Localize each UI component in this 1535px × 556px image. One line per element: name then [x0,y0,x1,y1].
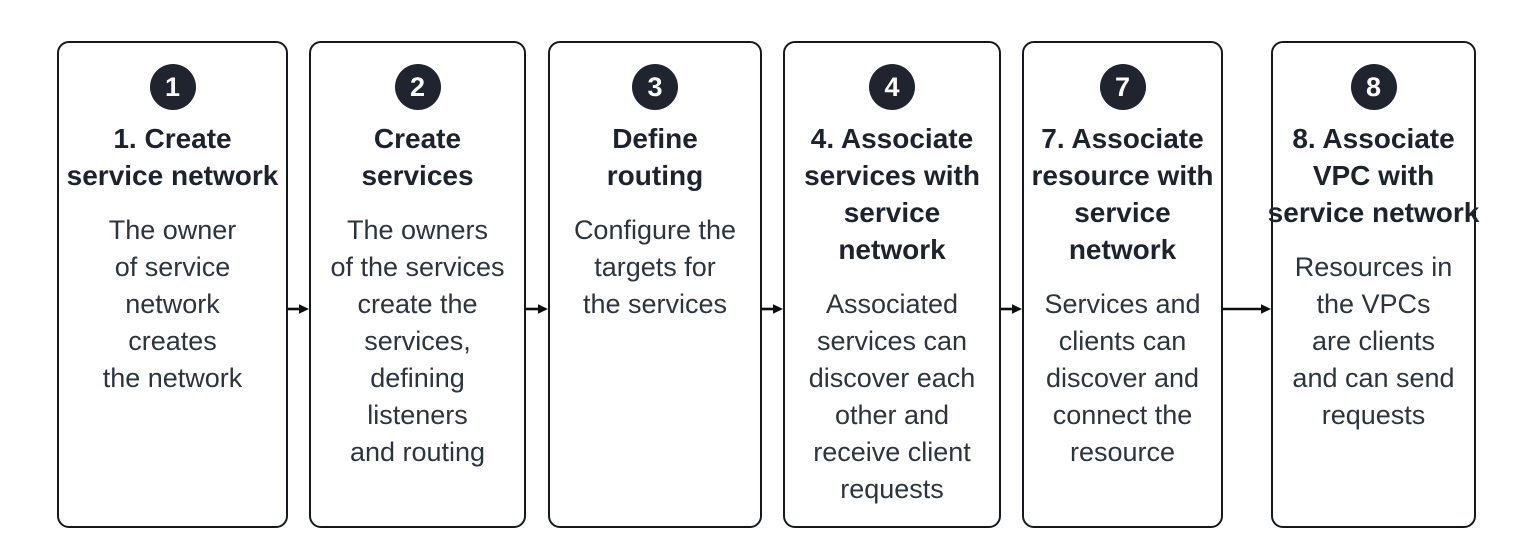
step-number-badge: 7 [1099,64,1146,110]
arrow-right-icon [762,304,783,314]
step-box-2: 2 Create services The owners of the serv… [309,41,526,528]
step-title: 8. Associate VPC with service network [1267,123,1480,228]
arrow-right-icon [1223,304,1271,314]
step-description: The owner of service network creates the… [102,215,243,393]
step-box-4: 4 4. Associate services with service net… [783,41,1001,528]
step-description: Resources in the VPCs are clients and ca… [1292,252,1455,430]
flow-connector [1223,301,1271,317]
step-description: Associated services can discover each ot… [808,289,976,504]
step-box-3: 3 Define routing Configure the targets f… [548,41,762,528]
step-title: Create services [361,123,474,191]
flow-connector [288,301,309,317]
step-number-badge: 4 [869,64,915,110]
step-description: The owners of the services create the se… [330,215,505,467]
flow-connector [762,301,783,317]
flow-connector [1001,301,1022,317]
step-box-8: 8 8. Associate VPC with service network … [1268,41,1479,528]
step-number-badge: 2 [394,64,441,110]
step-number-badge: 1 [149,64,196,110]
arrow-right-icon [288,304,309,314]
step-title: 7. Associate resource with service netwo… [1031,123,1214,265]
flow-connector [526,301,548,317]
step-number-badge: 3 [632,64,678,110]
flow-diagram: 1 1. Create service network The owner of… [57,41,1479,528]
step-box-1: 1 1. Create service network The owner of… [57,41,288,528]
arrow-right-icon [526,304,548,314]
step-description: Configure the targets for the services [573,215,737,319]
step-number-badge: 8 [1350,64,1397,110]
step-box-7: 7 7. Associate resource with service net… [1022,41,1223,528]
step-title: 1. Create service network [66,123,279,191]
step-title: Define routing [606,123,704,191]
step-description: Services and clients can discover and co… [1044,289,1201,467]
arrow-right-icon [1001,304,1022,314]
step-title: 4. Associate services with service netwo… [804,123,980,265]
